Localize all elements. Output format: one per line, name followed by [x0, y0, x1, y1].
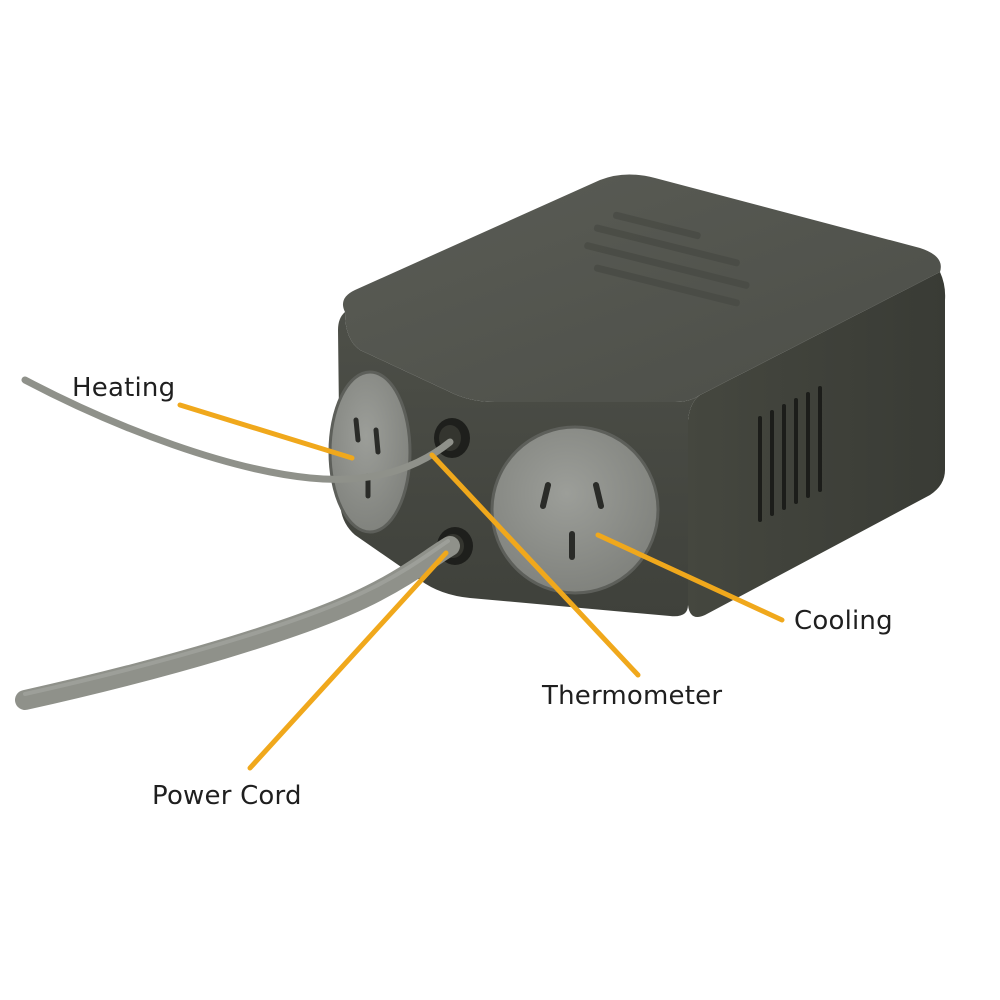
- callout-lines: [177, 402, 785, 771]
- thermometer-label: Thermometer: [542, 681, 723, 711]
- power-cord-cable: [15, 536, 460, 710]
- cooling-label: Cooling: [794, 606, 893, 636]
- vent-slots: [758, 386, 822, 522]
- thermometer-cable: [21, 376, 454, 483]
- callout-line-cooling: [595, 532, 785, 623]
- housing-side-face: [688, 272, 946, 618]
- housing-top-face: [342, 174, 941, 402]
- embossed-lid-text: [584, 211, 750, 307]
- heating-socket: [328, 370, 412, 534]
- cooling-socket: [490, 425, 660, 595]
- callout-line-thermometer: [429, 452, 641, 678]
- power-cord-label: Power Cord: [152, 781, 302, 811]
- power-cord-cable-highlight: [23, 539, 450, 696]
- callout-line-heating: [177, 402, 355, 461]
- callout-line-power-cord: [247, 550, 449, 771]
- heating-label: Heating: [72, 373, 176, 403]
